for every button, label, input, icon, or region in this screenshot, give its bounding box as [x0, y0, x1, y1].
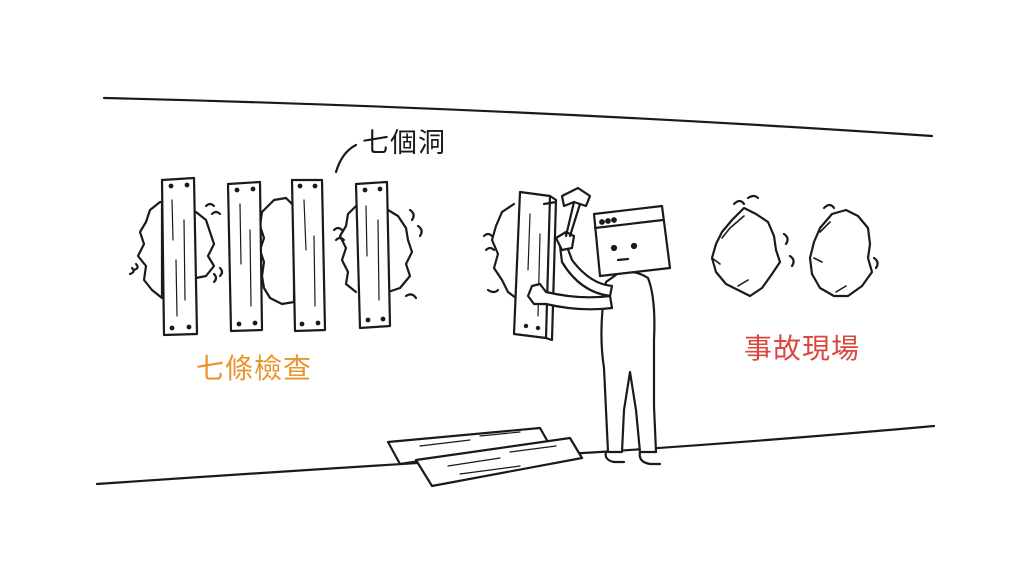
- wall-hole: [338, 204, 358, 294]
- shake-mark: [404, 293, 418, 300]
- browser-title-bar: [593, 218, 665, 230]
- shake-mark: [204, 202, 222, 216]
- hammer-icon: [560, 186, 592, 208]
- checks-label: 七條檢查: [196, 352, 313, 385]
- wooden-plank: [290, 178, 327, 333]
- plank-grain: [303, 199, 316, 307]
- shake-mark: [332, 226, 346, 242]
- shake-mark: [732, 194, 760, 206]
- nail-heads: [168, 182, 541, 331]
- wall-hole: [194, 210, 216, 280]
- plank-grain: [239, 203, 252, 307]
- holes-label: 七個洞: [362, 128, 446, 159]
- wall-hole: [386, 208, 414, 294]
- eye-icon: [610, 244, 618, 252]
- wall-hole-depth: [711, 215, 749, 287]
- plank-grain: [171, 199, 186, 317]
- wooden-plank: [512, 190, 552, 340]
- browser-dot-icon: [605, 218, 611, 224]
- floor-plank: [414, 436, 584, 488]
- shake-mark: [782, 232, 795, 268]
- shake-mark: [872, 256, 879, 270]
- wall-hole: [808, 208, 874, 298]
- character-foot: [604, 450, 662, 466]
- plank-grain: [365, 205, 380, 301]
- plank-grain: [419, 431, 521, 447]
- mouth: [616, 257, 630, 262]
- wall-hole: [258, 196, 296, 306]
- eye-icon: [630, 242, 638, 250]
- browser-dot-icon: [611, 217, 617, 223]
- shake-mark: [408, 208, 423, 238]
- wall-hole: [136, 200, 164, 300]
- hammer-handle: [564, 200, 582, 238]
- plank-side: [544, 194, 558, 342]
- plank-grain: [447, 445, 557, 475]
- wall-hole-depth: [813, 221, 847, 293]
- shake-mark: [128, 262, 139, 276]
- shake-mark: [482, 232, 496, 252]
- shake-mark: [486, 288, 500, 294]
- incident-label: 事故現場: [744, 332, 861, 365]
- browser-dot-icon: [599, 219, 605, 225]
- shake-mark: [212, 266, 224, 284]
- character-arm: [526, 282, 614, 311]
- label-pointer: [334, 143, 358, 174]
- wooden-plank: [160, 176, 199, 337]
- nail: [542, 200, 558, 206]
- browser-window-head: [592, 204, 672, 278]
- wooden-plank: [354, 180, 392, 330]
- wall-hole: [710, 206, 782, 298]
- shake-mark: [822, 203, 836, 210]
- wall-top-edge: [102, 96, 934, 138]
- wooden-plank: [226, 180, 264, 333]
- character-body: [600, 270, 658, 454]
- wall-hole: [490, 202, 518, 300]
